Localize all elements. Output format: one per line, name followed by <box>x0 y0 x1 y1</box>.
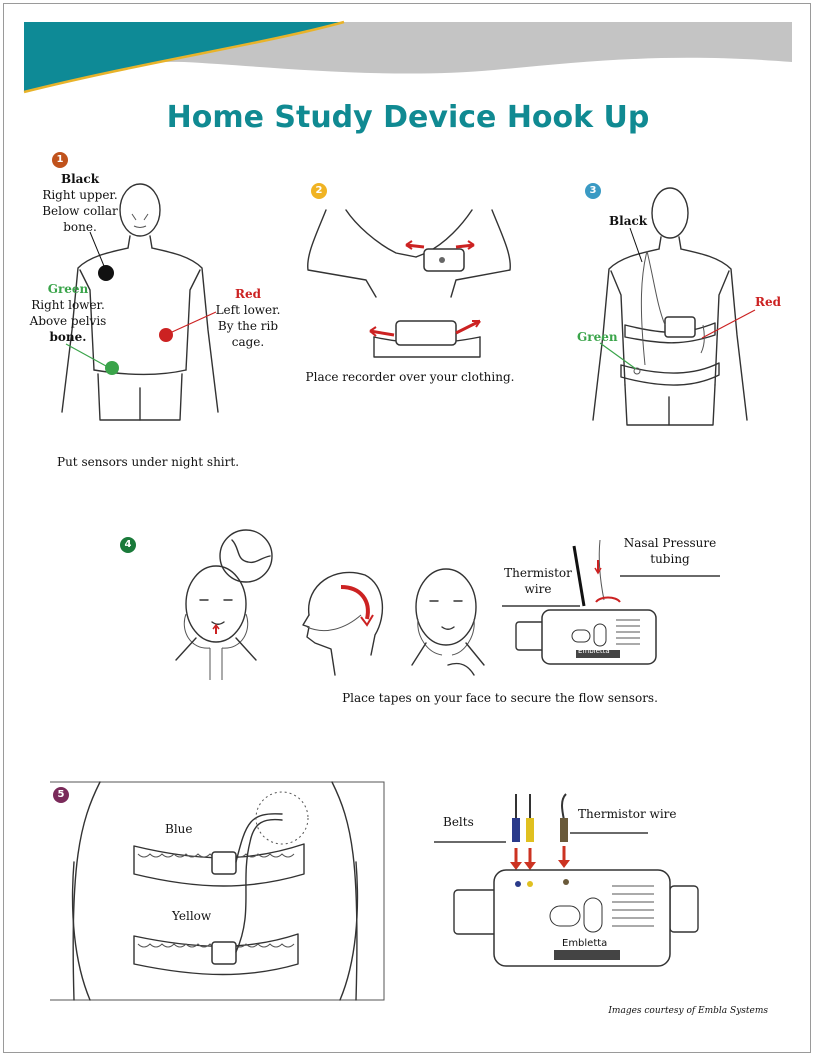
step-2-caption: Place recorder over your clothing. <box>305 370 515 384</box>
step-3-leader-lines <box>599 227 756 370</box>
step-4-device-brand: Embletta <box>578 647 610 655</box>
step-5-thermistor-label: Thermistor wire <box>578 807 677 821</box>
step-5-blue-label: Blue <box>165 822 193 836</box>
step-1-black-desc-3: bone. <box>63 220 97 234</box>
page-border <box>3 3 811 1053</box>
step-1-red-desc-1: Left lower. <box>215 303 281 317</box>
page-title: Home Study Device Hook Up <box>166 100 650 135</box>
step-1-red-desc-3: cage. <box>231 335 265 349</box>
step-4-nasal-label-1: Nasal Pressure <box>623 536 717 550</box>
step-4-nasal-label-2: tubing <box>650 552 690 566</box>
step-4-face-taped-illustration <box>411 568 485 676</box>
step-1-red-label: Red <box>235 287 261 301</box>
step-4-thermistor-label-1: Thermistor <box>504 566 572 580</box>
step-4-face-front-illustration <box>175 529 273 680</box>
step-4-badge: 4 <box>120 537 136 553</box>
green-sensor-dot <box>105 361 119 375</box>
step-2-belt-device <box>369 319 481 358</box>
step-3-black-label: Black <box>609 214 648 228</box>
step-5-device-illustration <box>434 793 699 967</box>
step-1-caption: Put sensors under night shirt. <box>57 455 240 469</box>
step-1-black-desc-1: Right upper. <box>42 188 118 202</box>
green-sensor-leader <box>65 343 107 367</box>
step-1-green-desc-2: Above pelvis <box>29 314 107 328</box>
step-3-body-illustration <box>592 187 748 426</box>
step-1-green-desc-3: bone. <box>49 330 87 344</box>
step-5-badge: 5 <box>53 787 69 803</box>
step-3-green-label: Green <box>577 330 618 344</box>
step-2-arms-illustration <box>307 209 511 298</box>
step-1-black-label: Black <box>60 172 100 186</box>
red-sensor-leader <box>171 311 217 333</box>
red-sensor-dot <box>159 328 173 342</box>
step-4-thermistor-label-2: wire <box>524 582 552 596</box>
step-1-green-label: Green <box>47 282 89 296</box>
step-3-badge: 3 <box>585 183 601 199</box>
step-5-torso-belts-illustration <box>50 781 385 1001</box>
step-2-badge: 2 <box>311 183 327 199</box>
step-1-badge: 1 <box>52 152 68 168</box>
black-sensor-dot <box>98 265 114 281</box>
header-banner <box>23 20 792 94</box>
step-5-device-brand: Embletta <box>562 938 608 949</box>
image-credit: Images courtesy of Embla Systems <box>608 1006 768 1016</box>
step-4-face-side-illustration <box>302 571 384 676</box>
step-5-belts-label: Belts <box>443 815 474 829</box>
step-1-sensor-markers <box>65 231 217 375</box>
black-sensor-leader <box>89 231 105 267</box>
step-1-black-desc-2: Below collar <box>42 204 118 218</box>
step-3-red-label: Red <box>755 295 781 309</box>
step-5-yellow-label: Yellow <box>172 909 212 923</box>
step-1-green-desc-1: Right lower. <box>31 298 105 312</box>
step-4-device-illustration <box>502 539 720 665</box>
step-4-caption: Place tapes on your face to secure the f… <box>342 691 658 705</box>
step-1-body-illustration <box>61 183 219 421</box>
step-1-red-desc-2: By the rib <box>217 319 279 333</box>
